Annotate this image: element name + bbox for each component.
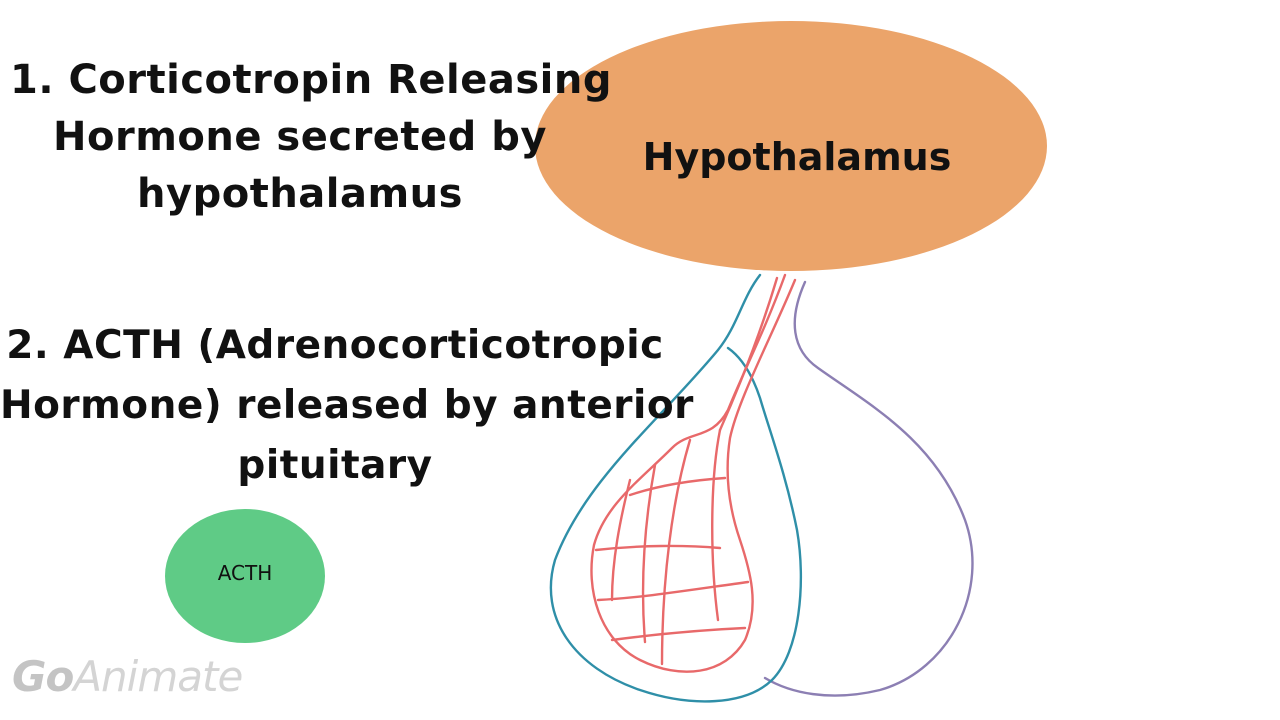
hypothalamus-label: Hypothalamus [643, 135, 952, 179]
acth-hormone-circle [165, 509, 325, 643]
logo-go: Go [12, 652, 74, 701]
logo-animate: Animate [73, 652, 243, 701]
step-2-line-2: Hormone) released by anterior [0, 383, 694, 428]
step-2-line-3: pituitary [237, 443, 433, 488]
step-2-line-1: 2. ACTH (Adrenocorticotropic [6, 323, 664, 368]
portal-vessel-network [590, 273, 797, 673]
goanimate-logo: GoAnimate [12, 652, 243, 701]
step-1-line-3: hypothalamus [137, 171, 463, 217]
step-1-line-2: Hormone secreted by [53, 114, 547, 160]
step-2-text: 2. ACTH (Adrenocorticotropic Hormone) re… [0, 316, 694, 496]
anterior-pituitary-outline [549, 273, 803, 703]
posterior-pituitary-outline [763, 280, 974, 697]
acth-label: ACTH [218, 561, 273, 585]
hypothalamus-shape [535, 21, 1047, 271]
step-1-line-1: 1. Corticotropin Releasing [10, 57, 613, 103]
step-1-text: 1. Corticotropin Releasing Hormone secre… [10, 52, 613, 223]
